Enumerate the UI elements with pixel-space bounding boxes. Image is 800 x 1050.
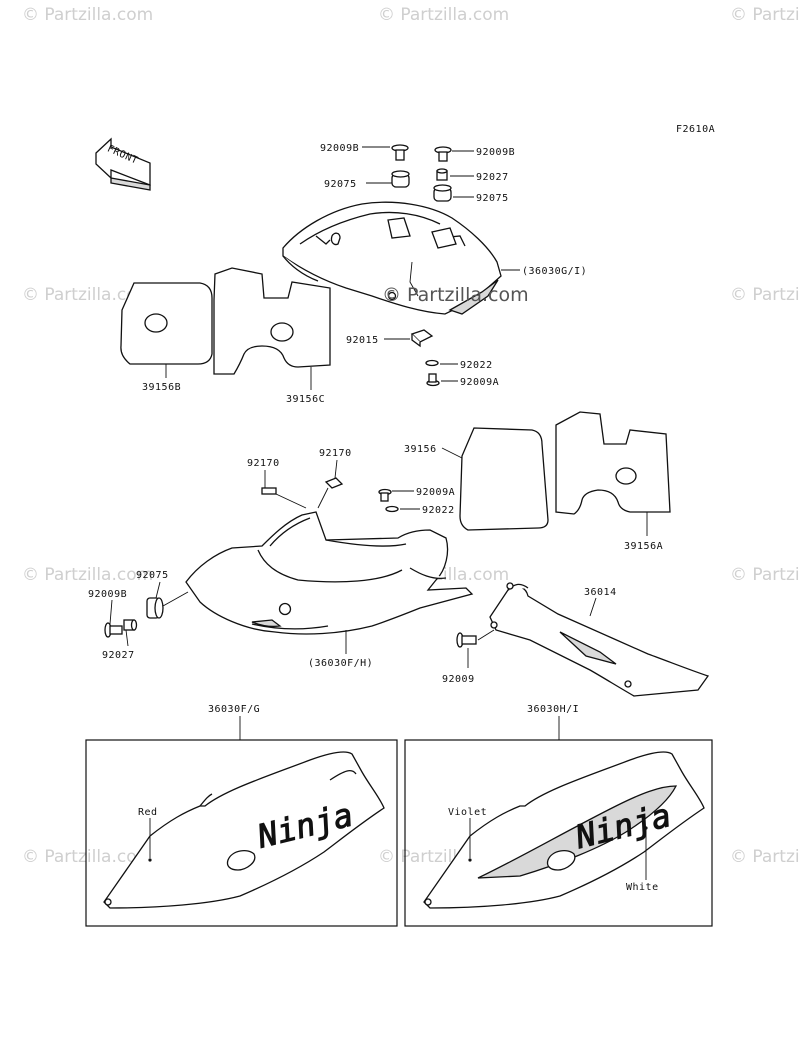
label-39156A[interactable]: 39156A — [624, 541, 663, 552]
label-36030FG[interactable]: 36030F/G — [208, 704, 260, 715]
hardware-left — [104, 581, 189, 647]
label-36030FH[interactable]: (36030F/H) — [308, 658, 373, 669]
label-92022[interactable]: 92022 — [422, 505, 455, 516]
label-92027[interactable]: 92027 — [102, 650, 135, 661]
label-92009B[interactable]: 92009B — [476, 147, 515, 158]
pad-39156C — [213, 267, 331, 390]
label-92015[interactable]: 92015 — [346, 335, 379, 346]
label-36030HI[interactable]: 36030H/I — [527, 704, 579, 715]
watermark: © Partzilla.com — [730, 285, 800, 305]
hardware-middle — [261, 459, 420, 513]
label-92170[interactable]: 92170 — [247, 458, 280, 469]
watermark-center: © Partzilla.com — [382, 284, 529, 306]
pad-39156A — [555, 411, 671, 536]
watermark: © Partzilla.com — [378, 5, 509, 25]
label-39156C[interactable]: 39156C — [286, 394, 325, 405]
label-92075[interactable]: 92075 — [476, 193, 509, 204]
color-box-36030FG: Ninja — [85, 716, 398, 927]
seat-cowl-upper — [282, 201, 502, 315]
pad-39156 — [441, 427, 549, 531]
label-92009B[interactable]: 92009B — [88, 589, 127, 600]
label-92075[interactable]: 92075 — [324, 179, 357, 190]
watermark: © Partzilla.com — [730, 5, 800, 25]
chain-guard-36014 — [456, 582, 710, 697]
label-92170[interactable]: 92170 — [319, 448, 352, 459]
color-box-36030HI: Ninja — [404, 716, 713, 927]
label-color-white: White — [626, 882, 659, 893]
label-92027[interactable]: 92027 — [476, 172, 509, 183]
label-92009A[interactable]: 92009A — [460, 377, 499, 388]
label-92075[interactable]: 92075 — [136, 570, 169, 581]
label-39156[interactable]: 39156 — [404, 444, 437, 455]
label-color-red: Red — [138, 807, 158, 818]
hardware-top — [362, 144, 520, 387]
label-92009B[interactable]: 92009B — [320, 143, 359, 154]
label-36030GI[interactable]: (36030G/I) — [522, 266, 587, 277]
watermark: © Partzilla.com — [22, 847, 153, 867]
seat-cowl-lower — [185, 511, 474, 654]
label-39156B[interactable]: 39156B — [142, 382, 181, 393]
watermark: © Partzilla.com — [22, 5, 153, 25]
watermark: © Partzilla.com — [730, 847, 800, 867]
label-92009[interactable]: 92009 — [442, 674, 475, 685]
front-arrow: FRONT — [95, 137, 151, 191]
watermark: © Partzilla.com — [730, 565, 800, 585]
label-color-violet: Violet — [448, 807, 487, 818]
label-36014[interactable]: 36014 — [584, 587, 617, 598]
pad-39156B — [120, 282, 213, 378]
figure-code: F2610A — [676, 124, 715, 135]
part-labels: 92009B 92009B 92075 92027 92075 (36030G/… — [88, 143, 663, 893]
label-92022[interactable]: 92022 — [460, 360, 493, 371]
label-92009A[interactable]: 92009A — [416, 487, 455, 498]
watermark: © Partzilla.com — [22, 565, 153, 585]
watermark: © Partzilla.com — [22, 285, 153, 305]
